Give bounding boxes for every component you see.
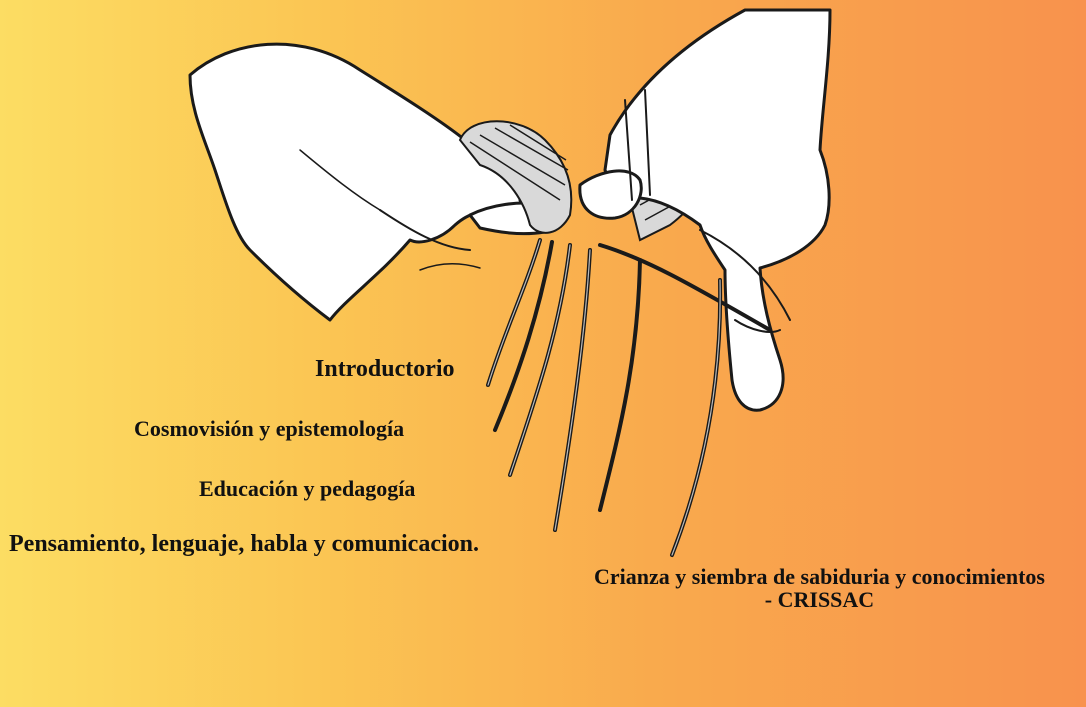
menu-item-pensamiento[interactable]: Pensamiento, lenguaje, habla y comunicac… [9, 531, 480, 557]
menu-item-crissac-line2: - CRISSAC [764, 587, 875, 613]
right-hand-icon [578, 8, 832, 412]
menu-item-cosmovision[interactable]: Cosmovisión y epistemología [134, 416, 405, 441]
left-hand-icon [188, 42, 558, 322]
menu-item-crissac-line1: Crianza y siembra de sabiduria y conocim… [594, 564, 1045, 589]
menu-item-educacion[interactable]: Educación y pedagogía [199, 476, 416, 501]
menu-item-crissac[interactable]: Crianza y siembra de sabiduria y conocim… [594, 565, 1045, 611]
menu-item-introductorio[interactable]: Introductorio [315, 356, 455, 382]
